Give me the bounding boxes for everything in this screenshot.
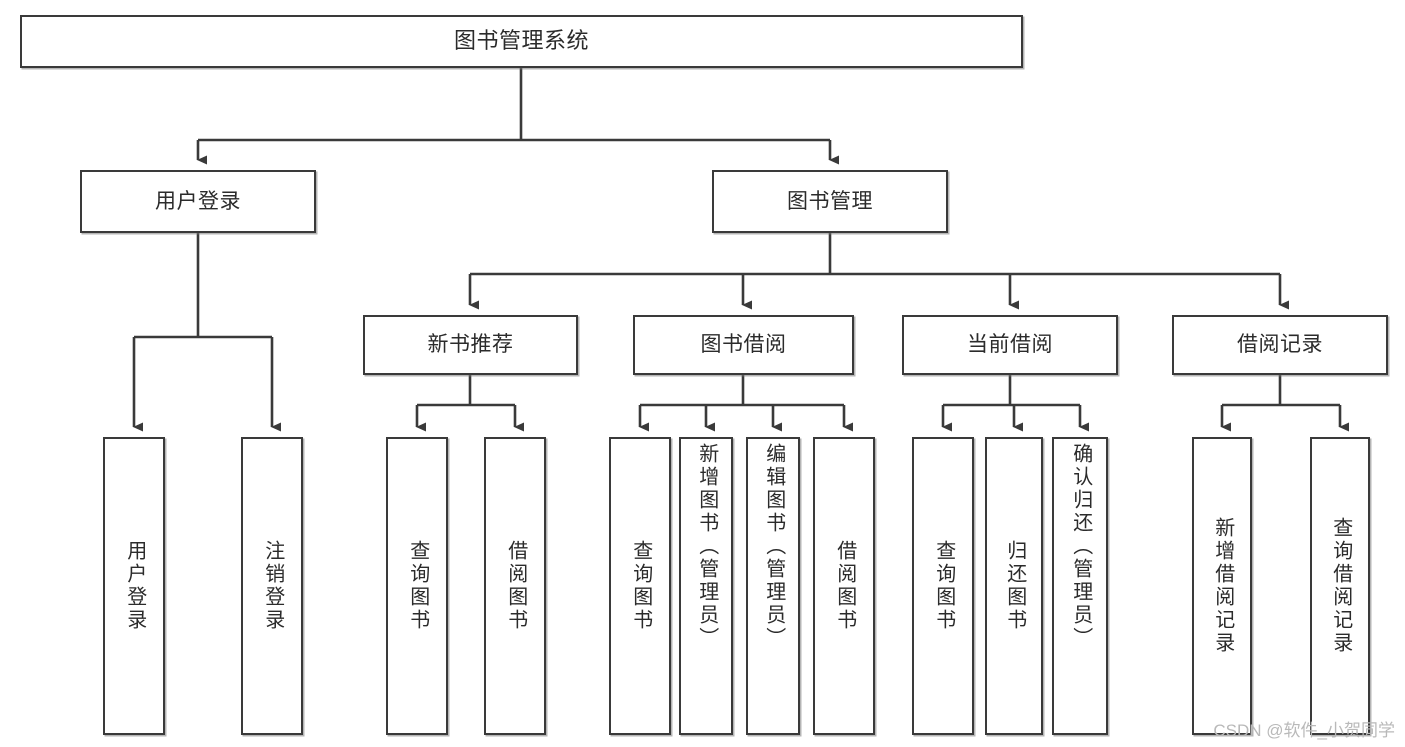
connector-bar [640, 375, 844, 407]
node-label: 用户登录 [123, 540, 146, 632]
node-label: 借阅记录 [1237, 333, 1323, 357]
node-label: 用户登录 [155, 189, 241, 213]
node-leaf-confirm-return-admin[interactable]: 确认归还（管理员） [1052, 437, 1108, 735]
node-label: 新书推荐 [427, 333, 514, 357]
node-book-management[interactable]: 图书管理 [712, 170, 948, 233]
node-leaf-query-borrow-record[interactable]: 查询借阅记录 [1310, 437, 1370, 735]
node-leaf-add-borrow-record[interactable]: 新增借阅记录 [1192, 437, 1252, 735]
node-leaf-borrow-book[interactable]: 借阅图书 [813, 437, 875, 735]
node-leaf-rec-query-book[interactable]: 查询图书 [386, 437, 448, 735]
node-label: 编辑图书（管理员） [762, 443, 785, 650]
node-leaf-borrow-query-book[interactable]: 查询图书 [609, 437, 671, 735]
node-leaf-cur-query-book[interactable]: 查询图书 [912, 437, 974, 735]
connector-bar [943, 375, 1080, 407]
node-leaf-add-book-admin[interactable]: 新增图书（管理员） [679, 437, 733, 735]
node-leaf-edit-book-admin[interactable]: 编辑图书（管理员） [746, 437, 800, 735]
node-label: 图书借阅 [700, 333, 787, 357]
node-label: 图书管理系统 [453, 28, 589, 54]
node-leaf-rec-borrow-book[interactable]: 借阅图书 [484, 437, 546, 735]
connector-bar [134, 233, 272, 339]
node-label: 查询图书 [629, 540, 652, 632]
node-leaf-return-book[interactable]: 归还图书 [985, 437, 1043, 735]
node-label: 查询图书 [406, 540, 429, 632]
node-current-borrowing[interactable]: 当前借阅 [902, 315, 1118, 375]
node-root-system[interactable]: 图书管理系统 [20, 15, 1023, 68]
node-label: 当前借阅 [967, 333, 1053, 357]
node-label: 注销登录 [261, 540, 284, 632]
node-label: 借阅图书 [504, 540, 527, 632]
node-user-login[interactable]: 用户登录 [80, 170, 316, 233]
connector-bar [198, 68, 830, 142]
node-label: 归还图书 [1003, 540, 1026, 632]
node-borrowing-record[interactable]: 借阅记录 [1172, 315, 1388, 375]
connector-bar [417, 375, 515, 407]
node-label: 查询图书 [932, 540, 955, 632]
node-label: 图书管理 [787, 189, 873, 213]
node-book-borrowing[interactable]: 图书借阅 [633, 315, 854, 375]
csdn-watermark: CSDN @软件_小贺同学 [1213, 721, 1395, 740]
node-label: 查询借阅记录 [1329, 517, 1352, 655]
node-label: 确认归还（管理员） [1069, 443, 1092, 650]
node-leaf-logout[interactable]: 注销登录 [241, 437, 303, 735]
node-label: 借阅图书 [833, 540, 856, 632]
node-label: 新增图书（管理员） [695, 443, 718, 650]
node-label: 新增借阅记录 [1211, 517, 1234, 655]
connector-bar [470, 233, 1280, 276]
connector-bar [1222, 375, 1340, 407]
node-new-book-recommendation[interactable]: 新书推荐 [363, 315, 578, 375]
node-leaf-user-login[interactable]: 用户登录 [103, 437, 165, 735]
